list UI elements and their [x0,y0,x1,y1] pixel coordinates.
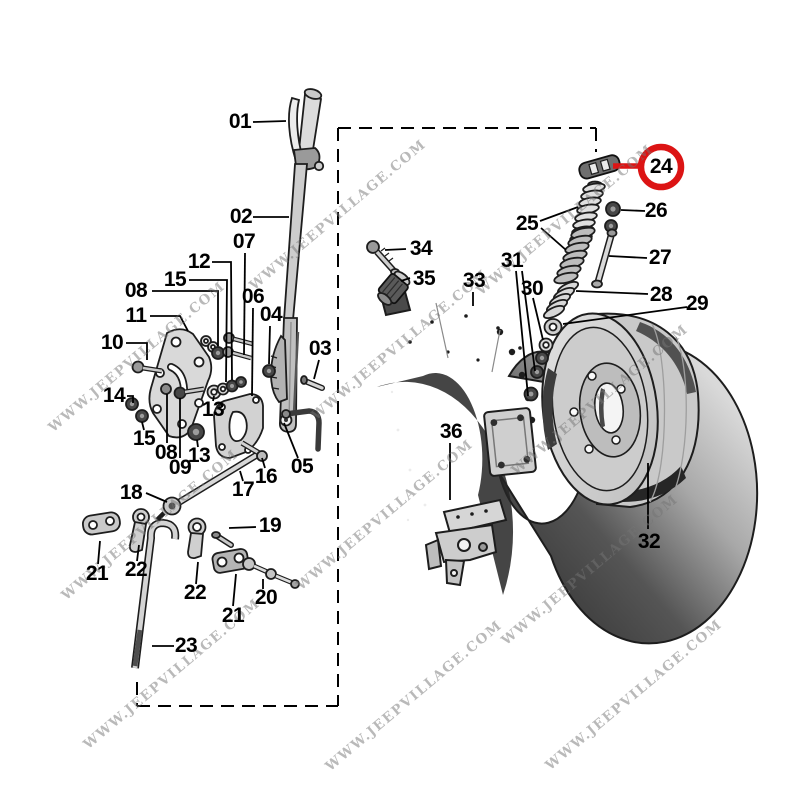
part-label-03: 03 [308,337,332,360]
part-label-20: 20 [254,586,278,609]
linkage-drawing [81,393,322,669]
part-label-18: 18 [119,481,143,504]
spring-25b [553,226,596,285]
part-label-14: 14 [102,384,126,407]
part-label-13: 13 [201,398,225,421]
part-label-04: 04 [259,303,283,326]
part-label-12: 12 [187,250,211,273]
part-label-23: 23 [174,634,198,657]
part-label-09: 09 [168,456,192,479]
part-label-05: 05 [290,455,314,478]
part-label-33: 33 [462,269,486,292]
part-label-32: 32 [637,530,661,553]
part-label-30: 30 [520,277,544,300]
part-label-11: 11 [125,304,147,327]
part-label-21: 21 [221,604,245,627]
part-label-16: 16 [254,465,278,488]
part-label-22: 22 [183,581,207,604]
part-label-08: 08 [124,279,148,302]
part-label-36: 36 [439,420,463,443]
part-label-24-highlighted: 24 [649,155,673,178]
part-label-31: 31 [500,249,524,272]
part-label-07: 07 [232,230,256,253]
part-label-25: 25 [515,212,539,235]
adjuster-clip-24 [578,154,621,180]
part-label-13: 13 [187,444,211,467]
part-label-29: 29 [685,292,709,315]
part-label-15: 15 [132,427,156,450]
part-label-27: 27 [648,246,672,269]
part-label-06: 06 [241,285,265,308]
part-label-15: 15 [163,268,187,291]
part-label-10: 10 [100,331,124,354]
part-label-22: 22 [124,558,148,581]
part-label-21: 21 [85,562,109,585]
part-label-19: 19 [258,514,282,537]
part-label-08: 08 [154,441,178,464]
part-label-26: 26 [644,199,668,222]
part-label-35: 35 [412,267,436,290]
hand-lever-drawing [269,88,325,433]
part-label-01: 01 [228,110,252,133]
part-label-28: 28 [649,283,673,306]
part-label-17: 17 [231,478,255,501]
part-label-34: 34 [409,237,433,260]
brake-drum-drawing [541,312,700,509]
part-label-02: 02 [229,205,253,228]
